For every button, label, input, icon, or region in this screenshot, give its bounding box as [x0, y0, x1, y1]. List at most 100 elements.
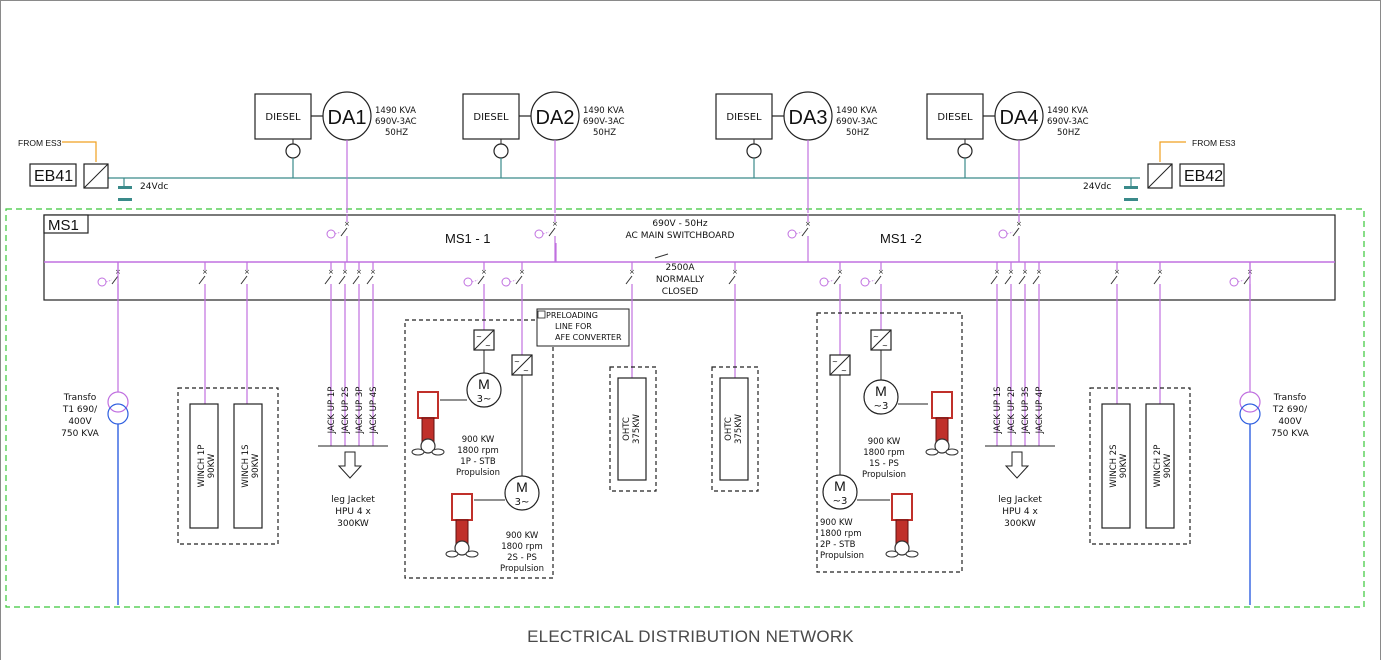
preloading-line-2: LINE FOR	[555, 322, 592, 331]
ohtc-box	[617, 377, 647, 481]
generator-breaker: ×	[998, 214, 1022, 262]
svg-text:×: ×	[732, 268, 738, 276]
jackup-left-2: ×JACK UP 2S	[338, 262, 351, 446]
winch-breaker: ×	[1110, 262, 1120, 300]
generator-spec-1: 1490 KVA	[1047, 106, 1088, 116]
svg-text:×: ×	[1016, 220, 1022, 228]
switchboard-name: MS1	[48, 217, 79, 234]
winch-group-right	[1089, 387, 1191, 545]
winch-power: 90KW	[251, 453, 261, 478]
converter-1p: ~~	[473, 329, 495, 351]
svg-text:~: ~	[882, 342, 888, 350]
svg-text:×: ×	[1022, 268, 1028, 276]
jackup-label: JACK UP 3S	[1021, 386, 1031, 434]
svg-text:×: ×	[994, 268, 1000, 276]
generator-breaker: ×	[787, 214, 811, 262]
prop-1s-text-3: 1S - PS	[869, 459, 899, 469]
converter-1s: ~~	[870, 329, 892, 351]
propulsion-breaker-2p: ×	[819, 262, 843, 300]
transformer-t2: Transfo T2 690/ 400V 750 KVA	[1239, 262, 1310, 605]
converter-2p: ~~	[829, 354, 851, 376]
jackup-label: JACK UP 3P	[355, 387, 365, 435]
generator-spec-3: 50HZ	[593, 128, 616, 138]
jackup-breaker: ×	[1004, 262, 1014, 300]
diesel-box	[462, 93, 520, 140]
ohtc-label: OHTC	[622, 417, 632, 441]
winch-box	[1145, 403, 1175, 529]
svg-text:×: ×	[328, 268, 334, 276]
diesel-label: DIESEL	[473, 112, 509, 123]
winch-label: WINCH 2P	[1153, 445, 1163, 488]
motor-phase: ~3	[833, 496, 848, 507]
t2-line-2: T2 690/	[1272, 405, 1308, 415]
motor-circle	[466, 372, 502, 408]
svg-text:×: ×	[342, 268, 348, 276]
winch-breaker: ×	[240, 262, 250, 300]
propulsion-breaker-1s: ×	[860, 262, 884, 300]
converter-2s: ~~	[511, 354, 533, 376]
switchboard-ms1	[43, 214, 1336, 301]
svg-text:×: ×	[202, 268, 208, 276]
winch-breaker: ×	[1153, 262, 1163, 300]
ohtc-breaker: ×	[728, 262, 738, 300]
svg-text:~: ~	[523, 367, 529, 375]
dc-right: 24Vdc	[1083, 182, 1111, 192]
aux-circle	[746, 143, 762, 159]
motor-circle	[504, 475, 540, 511]
svg-text:×: ×	[805, 220, 811, 228]
motor-phase: ~3	[874, 401, 889, 412]
ms1-boundary	[5, 208, 1365, 608]
jackup-breaker: ×	[338, 262, 348, 300]
tie-label-3: CLOSED	[662, 287, 698, 297]
aux-circle	[285, 143, 301, 159]
svg-text:×: ×	[837, 268, 843, 276]
jackup-breaker: ×	[990, 262, 1000, 300]
svg-text:×: ×	[878, 268, 884, 276]
svg-text:×: ×	[356, 268, 362, 276]
svg-text:×: ×	[1008, 268, 1014, 276]
motor-1p: M3~	[466, 372, 502, 408]
winch-box	[233, 403, 263, 529]
legjacket-right: leg Jacket HPU 4 x 300KW	[985, 445, 1055, 529]
t2-line-3: 400V	[1278, 417, 1302, 427]
ohtc-group-right	[711, 366, 759, 492]
winch-label: WINCH 2S	[1109, 444, 1119, 487]
svg-text:×: ×	[344, 220, 350, 228]
t1-line-4: 750 KVA	[61, 429, 100, 439]
svg-text:×: ×	[370, 268, 376, 276]
ohtc-breaker: ×	[625, 262, 635, 300]
prop-1p-text-1: 900 KW	[462, 435, 495, 445]
motor-2p: M~3	[822, 474, 858, 510]
svg-text:~: ~	[832, 358, 838, 366]
jackup-label: JACK UP 2P	[1007, 387, 1017, 435]
eb41-label: EB41	[34, 168, 73, 185]
diesel-label: DIESEL	[726, 112, 762, 123]
generator-breaker: ×	[326, 214, 350, 262]
generator-spec-3: 50HZ	[385, 128, 408, 138]
generator-spec-1: 1490 KVA	[836, 106, 877, 116]
svg-text:×: ×	[519, 268, 525, 276]
from-es3-right: FROM ES3	[1192, 138, 1236, 148]
prop-1s-text-1: 900 KW	[868, 437, 901, 447]
generator-id: DA1	[328, 107, 367, 129]
legjacket-right-3: 300KW	[1004, 519, 1036, 529]
motor-circle	[863, 379, 899, 415]
prop-2s-text-3: 2S - PS	[507, 553, 537, 563]
jackup-breaker: ×	[324, 262, 334, 300]
jackup-right-4: ×JACK UP 4P	[1032, 262, 1045, 446]
thruster-1p	[411, 391, 445, 456]
jackup-breaker: ×	[366, 262, 376, 300]
motor-1s: M~3	[863, 379, 899, 415]
switchboard-right-section: MS1 -2	[880, 231, 922, 246]
jackup-left-3: × JACK UP 3P	[352, 262, 365, 446]
t1-line-2: T1 690/	[62, 405, 98, 415]
prop-2p-text-1: 900 KW	[820, 518, 853, 528]
